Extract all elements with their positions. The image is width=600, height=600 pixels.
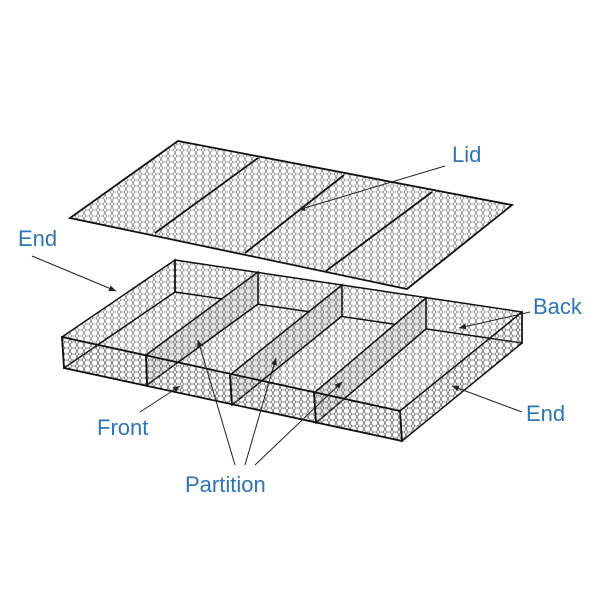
gabion-box xyxy=(61,258,523,443)
front-leader xyxy=(139,385,181,413)
label-partition: Partition xyxy=(185,472,266,497)
leader-lines xyxy=(31,165,531,466)
partition-leader-3 xyxy=(254,381,343,466)
label-lid: Lid xyxy=(452,142,482,167)
label-back: Back xyxy=(533,294,582,319)
end-left-leader xyxy=(31,255,117,292)
label-end-right: End xyxy=(526,401,566,426)
back-leader xyxy=(458,311,531,330)
end-right-leader xyxy=(451,385,523,413)
partition-leader-1 xyxy=(197,339,236,466)
partition-leader-2 xyxy=(244,357,277,466)
lid-leader xyxy=(297,165,446,211)
label-end-left: End xyxy=(18,226,58,251)
lid-panel xyxy=(67,140,515,290)
label-front: Front xyxy=(97,415,149,440)
